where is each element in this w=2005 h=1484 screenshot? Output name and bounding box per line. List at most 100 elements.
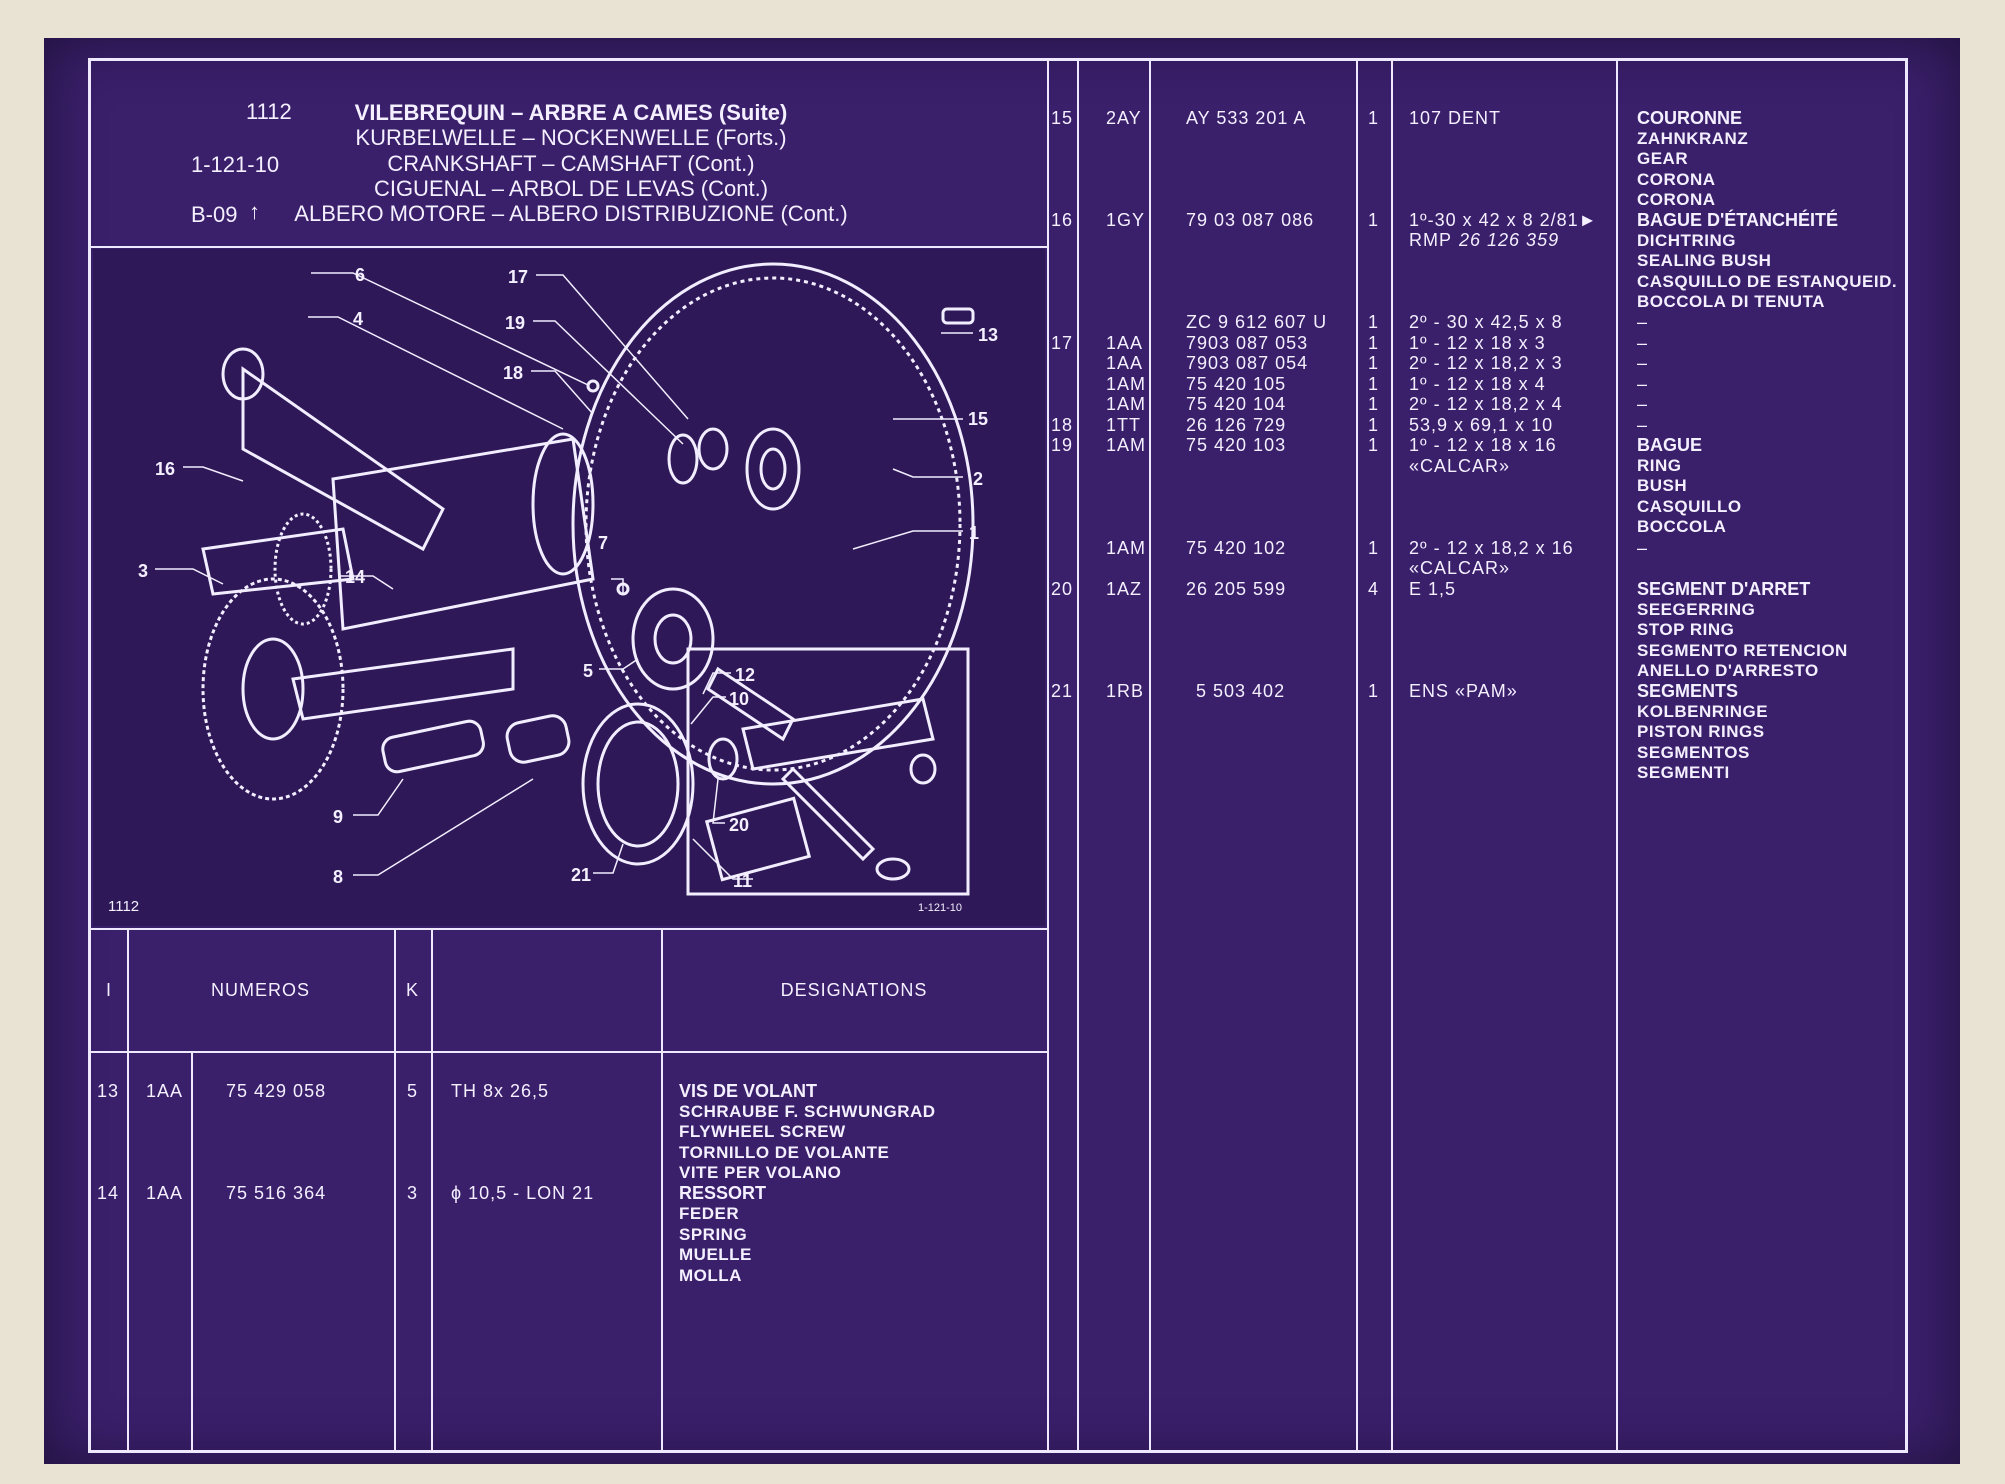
row14-code: 1AA (146, 1183, 184, 1203)
row15-name-es: CORONA (1637, 170, 1716, 189)
row13-name-it: VITE PER VOLANO (679, 1163, 842, 1182)
callout-10: 10 (729, 689, 749, 709)
diagram-caption-left: 1112 (108, 898, 139, 915)
row16-code: 1GY (1106, 210, 1146, 230)
row16b-spec: 2º - 30 x 42,5 x 8 (1409, 312, 1563, 332)
row14-i: 14 (97, 1183, 120, 1203)
row16-i: 16 (1051, 210, 1074, 230)
row20-name-de: SEEGERRING (1637, 600, 1756, 619)
callout-9: 9 (333, 807, 343, 827)
callout-3: 3 (138, 561, 148, 581)
row16b-dash: – (1637, 312, 1649, 332)
row16-name-de: DICHTRING (1637, 231, 1736, 250)
row20-k: 4 (1368, 579, 1380, 599)
row21-k: 1 (1368, 681, 1380, 701)
title-es: CIGUENAL – ARBOL DE LEVAS (Cont.) (373, 176, 769, 201)
callout-17: 17 (508, 267, 528, 287)
row19-name-en: BUSH (1637, 476, 1688, 495)
col-header-numeros: NUMEROS (210, 980, 310, 1000)
callout-14: 14 (345, 567, 365, 587)
callout-18: 18 (503, 363, 523, 383)
callout-4: 4 (353, 309, 363, 329)
row15-name-de: ZAHNKRANZ (1637, 129, 1749, 148)
up-arrow-icon: ↑ (249, 199, 260, 224)
row19-name-es: CASQUILLO (1637, 497, 1742, 516)
row16-name-en: SEALING BUSH (1637, 251, 1772, 270)
inset-view (686, 647, 970, 896)
row15-spec: 107 DENT (1409, 108, 1502, 128)
callout-20: 20 (729, 815, 749, 835)
row21-i: 21 (1051, 681, 1074, 701)
divider-header (91, 246, 1047, 248)
title-fr: VILEBREQUIN – ARBRE A CAMES (Suite) (354, 100, 788, 125)
row19-k: 1 (1368, 435, 1380, 455)
row17a-dash: – (1637, 333, 1649, 353)
row17d-code: 1AM (1106, 394, 1147, 414)
row16b-k: 1 (1368, 312, 1380, 332)
callout-6: 6 (355, 265, 365, 285)
callout-1: 1 (969, 523, 979, 543)
callout-12: 12 (735, 665, 755, 685)
row15-num: AY 533 201 A (1186, 108, 1307, 128)
row17b-k: 1 (1368, 353, 1380, 373)
row20-spec: E 1,5 (1409, 579, 1457, 599)
row17c-k: 1 (1368, 374, 1380, 394)
row18-code: 1TT (1106, 415, 1142, 435)
row17b-code: 1AA (1106, 353, 1144, 373)
row13-i: 13 (97, 1081, 120, 1101)
row15-k: 1 (1368, 108, 1380, 128)
row18-k: 1 (1368, 415, 1380, 435)
callout-16: 16 (155, 459, 175, 479)
row15-name-it: CORONA (1637, 190, 1716, 209)
row14-name-fr: RESSORT (679, 1183, 767, 1203)
row21-name-es: SEGMENTOS (1637, 743, 1750, 762)
row19-code: 1AM (1106, 435, 1147, 455)
row16-name-it: BOCCOLA DI TENUTA (1637, 292, 1825, 311)
row17a-code: 1AA (1106, 333, 1144, 353)
row16-spec2: RMP (1409, 230, 1452, 250)
row17d-dash: – (1637, 394, 1649, 414)
exploded-diagram: 6 4 17 19 18 13 15 2 1 16 3 14 7 5 12 10… (93, 249, 1045, 926)
row15-i: 15 (1051, 108, 1074, 128)
diagram-caption-right: 1-121-10 (918, 902, 962, 914)
row16-name-es: CASQUILLO DE ESTANQUEID. (1637, 272, 1898, 291)
row18-i: 18 (1051, 415, 1074, 435)
row13-k: 5 (407, 1081, 419, 1101)
row21-name-de: KOLBENRINGE (1637, 702, 1769, 721)
row15-name-en: GEAR (1637, 149, 1689, 168)
row17c-code: 1AM (1106, 374, 1147, 394)
row20-num: 26 205 599 (1186, 579, 1287, 599)
cam-gear (201, 577, 345, 801)
row16-spec2-ref: 26 126 359 (1459, 230, 1560, 250)
callout-21: 21 (571, 865, 591, 885)
row18-spec: 53,9 x 69,1 x 10 (1409, 415, 1554, 435)
row17d-num: 75 420 104 (1186, 394, 1287, 414)
divider-diagram (91, 928, 1047, 930)
row19-num: 75 420 103 (1186, 435, 1287, 455)
row20-name-it: ANELLO D'ARRESTO (1637, 661, 1819, 680)
row17c-dash: – (1637, 374, 1649, 394)
row13-name-es: TORNILLO DE VOLANTE (679, 1143, 890, 1162)
row19b-code: 1AM (1106, 538, 1147, 558)
row19-spec2: «CALCAR» (1409, 456, 1511, 476)
row16-spec: 1º-30 x 42 x 8 2/81► (1409, 210, 1598, 230)
title-it: ALBERO MOTORE – ALBERO DISTRIBUZIONE (Co… (294, 201, 848, 226)
divider-table-head (91, 1051, 1047, 1053)
section-code: 1112 (246, 99, 292, 124)
row18-dash: – (1637, 415, 1649, 435)
page-frame: 1112 1-121-10 B-09 ↑ VILEBREQUIN – ARBRE… (88, 58, 1908, 1453)
row21-name-en: PISTON RINGS (1637, 722, 1765, 741)
row13-code: 1AA (146, 1081, 184, 1101)
row15-code: 2AY (1106, 108, 1142, 128)
row16-name-fr: BAGUE D'ÉTANCHÉITÉ (1637, 210, 1838, 230)
row15-name-fr: COURONNE (1637, 108, 1743, 128)
callout-15: 15 (968, 409, 988, 429)
row19-name-fr: BAGUE (1637, 435, 1703, 455)
section-cont: B-09 (191, 202, 238, 227)
title-en: CRANKSHAFT – CAMSHAFT (Cont.) (387, 151, 755, 176)
row14-name-en: SPRING (679, 1225, 748, 1244)
flywheel (571, 262, 975, 786)
row13-spec: TH 8x 26,5 (451, 1081, 550, 1101)
row19b-k: 1 (1368, 538, 1380, 558)
row13-num: 75 429 058 (226, 1081, 327, 1101)
